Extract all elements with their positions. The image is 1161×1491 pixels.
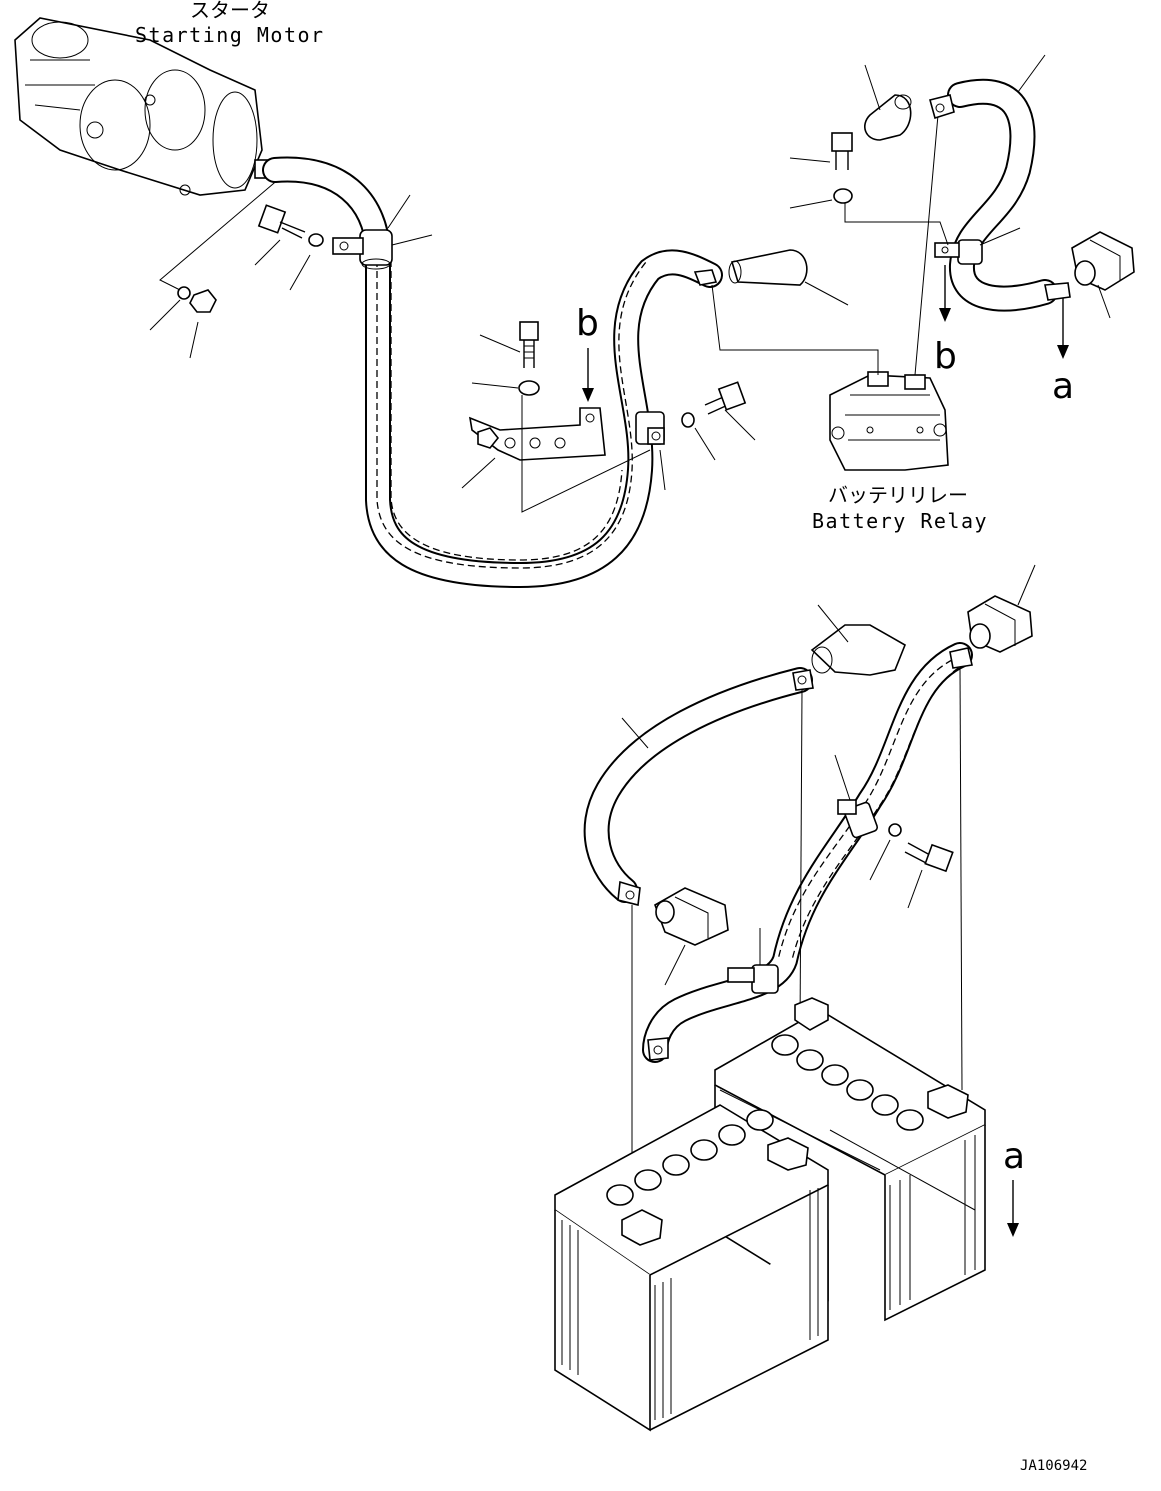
washer-clamp: [681, 412, 695, 428]
cable-lug-relay: [693, 269, 718, 286]
bolt-starter: [257, 204, 306, 239]
cable-lug-jumper-bottom: [617, 880, 641, 906]
terminal-cap-relay-left: [728, 249, 808, 286]
ref-b-bracket: b: [576, 303, 599, 344]
battery-front: [554, 1104, 829, 1432]
washer-relay: [833, 188, 853, 204]
bolt-clamp: [704, 381, 747, 415]
relay-label-jp: バッテリリレー: [828, 483, 968, 507]
washer-bracket: [518, 380, 540, 396]
terminal-cap-top: [864, 94, 912, 141]
nut-starter: [189, 289, 217, 313]
clamp-lower-mid: [837, 799, 879, 839]
ref-a-right: a: [1052, 366, 1074, 407]
clamp-lower-bottom: [727, 964, 779, 994]
cable-lug-dashed-bottom: [647, 1037, 669, 1061]
washer-starter: [308, 233, 324, 247]
cable-lug-dashed-top: [949, 647, 973, 669]
cable-lug-right: [1044, 282, 1071, 301]
terminal-cover-right: [1071, 231, 1135, 291]
bolt-relay: [831, 132, 853, 170]
terminal-cap-lower: [810, 624, 907, 676]
washer-lower: [888, 823, 902, 837]
washer-small-starter: [177, 286, 191, 300]
clamp-relay-cable: [635, 411, 665, 445]
bolt-bracket: [519, 321, 539, 368]
terminal-cover-lower-left: [654, 887, 729, 946]
ref-a-bottom: a: [1003, 1136, 1025, 1177]
clamp-starter-cable: [332, 229, 393, 270]
bolt-lower: [904, 842, 954, 873]
battery-relay: [829, 371, 949, 471]
starter-label-jp: スタータ: [190, 0, 270, 22]
drawing-number: JA106942: [1020, 1458, 1087, 1474]
terminal-cover-lower-right: [967, 595, 1033, 653]
cable-lug-top: [929, 94, 955, 120]
ref-b-relay: b: [934, 336, 957, 377]
starting-motor: [14, 17, 278, 196]
clamp-right-cable: [934, 239, 983, 265]
relay-label-en: Battery Relay: [812, 509, 988, 533]
starter-label-en: Starting Motor: [135, 23, 325, 47]
bracket: [468, 407, 606, 461]
cable-lug-jumper-top: [792, 669, 814, 691]
